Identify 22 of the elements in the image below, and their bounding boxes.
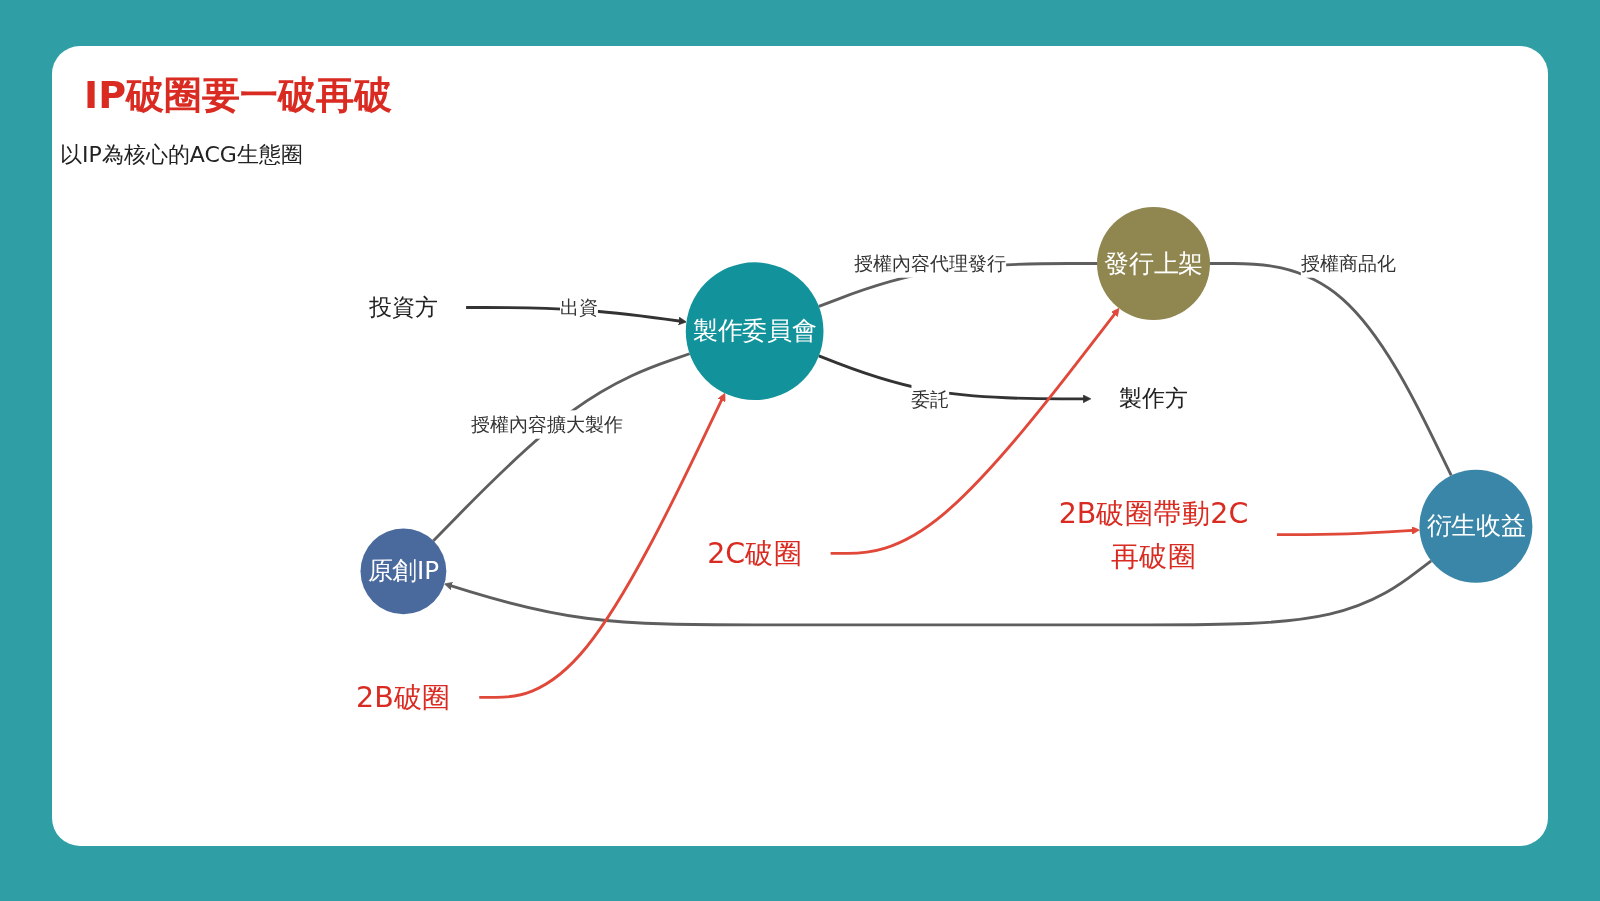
node-text: 投資方 [369, 294, 438, 321]
node-text: 製作方 [1119, 385, 1188, 413]
edge-label: 出資 [559, 296, 598, 319]
connector [432, 352, 691, 542]
connector [1210, 262, 1453, 477]
arrow [444, 559, 1433, 627]
arrow [1276, 526, 1420, 537]
node-circle: 原創IP [360, 528, 447, 615]
node-text: 2B破圈 [356, 680, 451, 714]
node-circle: 衍生收益 [1419, 469, 1533, 583]
edge-label: 授權商品化 [1300, 252, 1396, 275]
title: IP破圈要一破再破 [84, 72, 392, 119]
center-text: 以IP為核心的ACG生態圈 [60, 141, 303, 169]
edge-label: 委託 [911, 387, 950, 411]
node-text: 2C破圈 [707, 536, 803, 571]
arrow [479, 392, 726, 699]
node-circle: 製作委員會 [685, 262, 824, 401]
arrow [830, 307, 1120, 555]
edge-label: 授權內容擴大製作 [471, 413, 624, 436]
node-circle: 發行上架 [1097, 207, 1210, 321]
node-text: 2B破圈帶動2C再破圈 [1058, 496, 1249, 573]
edge-label: 授權內容代理發行 [854, 252, 1007, 275]
